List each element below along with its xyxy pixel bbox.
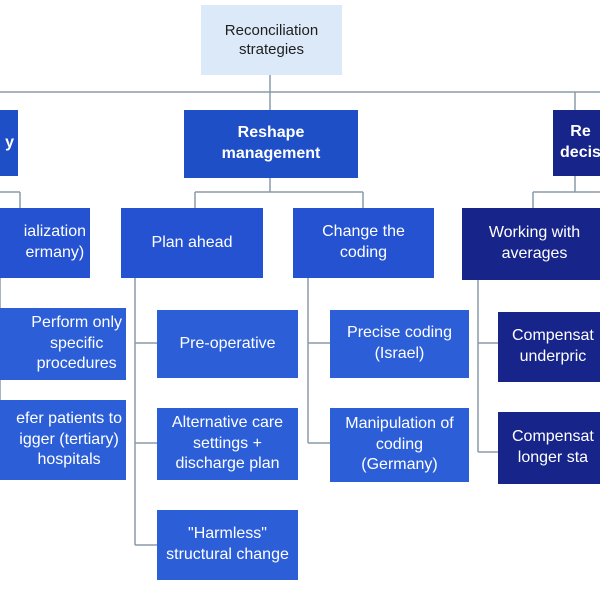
node-working-with-averages: Working with averages — [462, 208, 600, 280]
branch-left-node: y — [0, 110, 18, 176]
connector-averages-children — [477, 280, 498, 453]
connector-left — [0, 191, 21, 208]
node-compensate-underpricing: Compensat underpric — [498, 312, 600, 382]
node-plan-ahead: Plan ahead — [121, 208, 263, 278]
node-specialization: ialization ermany) — [0, 208, 90, 278]
node-harmless-structural-change: "Harmless" structural change — [157, 510, 298, 580]
connector-root — [0, 75, 600, 93]
node-alternative-care-settings: Alternative care settings + discharge pl… — [157, 408, 298, 480]
node-pre-operative: Pre-operative — [157, 310, 298, 378]
node-manipulation-of-coding: Manipulation of coding (Germany) — [330, 408, 469, 482]
node-perform-specific-procedures: Perform only specific procedures — [0, 308, 126, 380]
connector-change-coding-children — [307, 278, 330, 444]
node-compensate-longer-stay: Compensat longer sta — [498, 412, 600, 484]
connector-plan-ahead-children — [134, 278, 157, 546]
root-node: Reconciliation strategies — [201, 5, 342, 75]
node-refer-patients: efer patients to igger (tertiary) hospit… — [0, 400, 126, 480]
branch-reshape-management-node: Reshape management — [184, 110, 358, 178]
node-precise-coding: Precise coding (Israel) — [330, 310, 469, 378]
connector-middle-down — [194, 178, 364, 208]
node-change-the-coding: Change the coding — [293, 208, 434, 278]
branch-right-node: Re decis — [553, 110, 600, 176]
connector-right-down — [532, 176, 600, 208]
